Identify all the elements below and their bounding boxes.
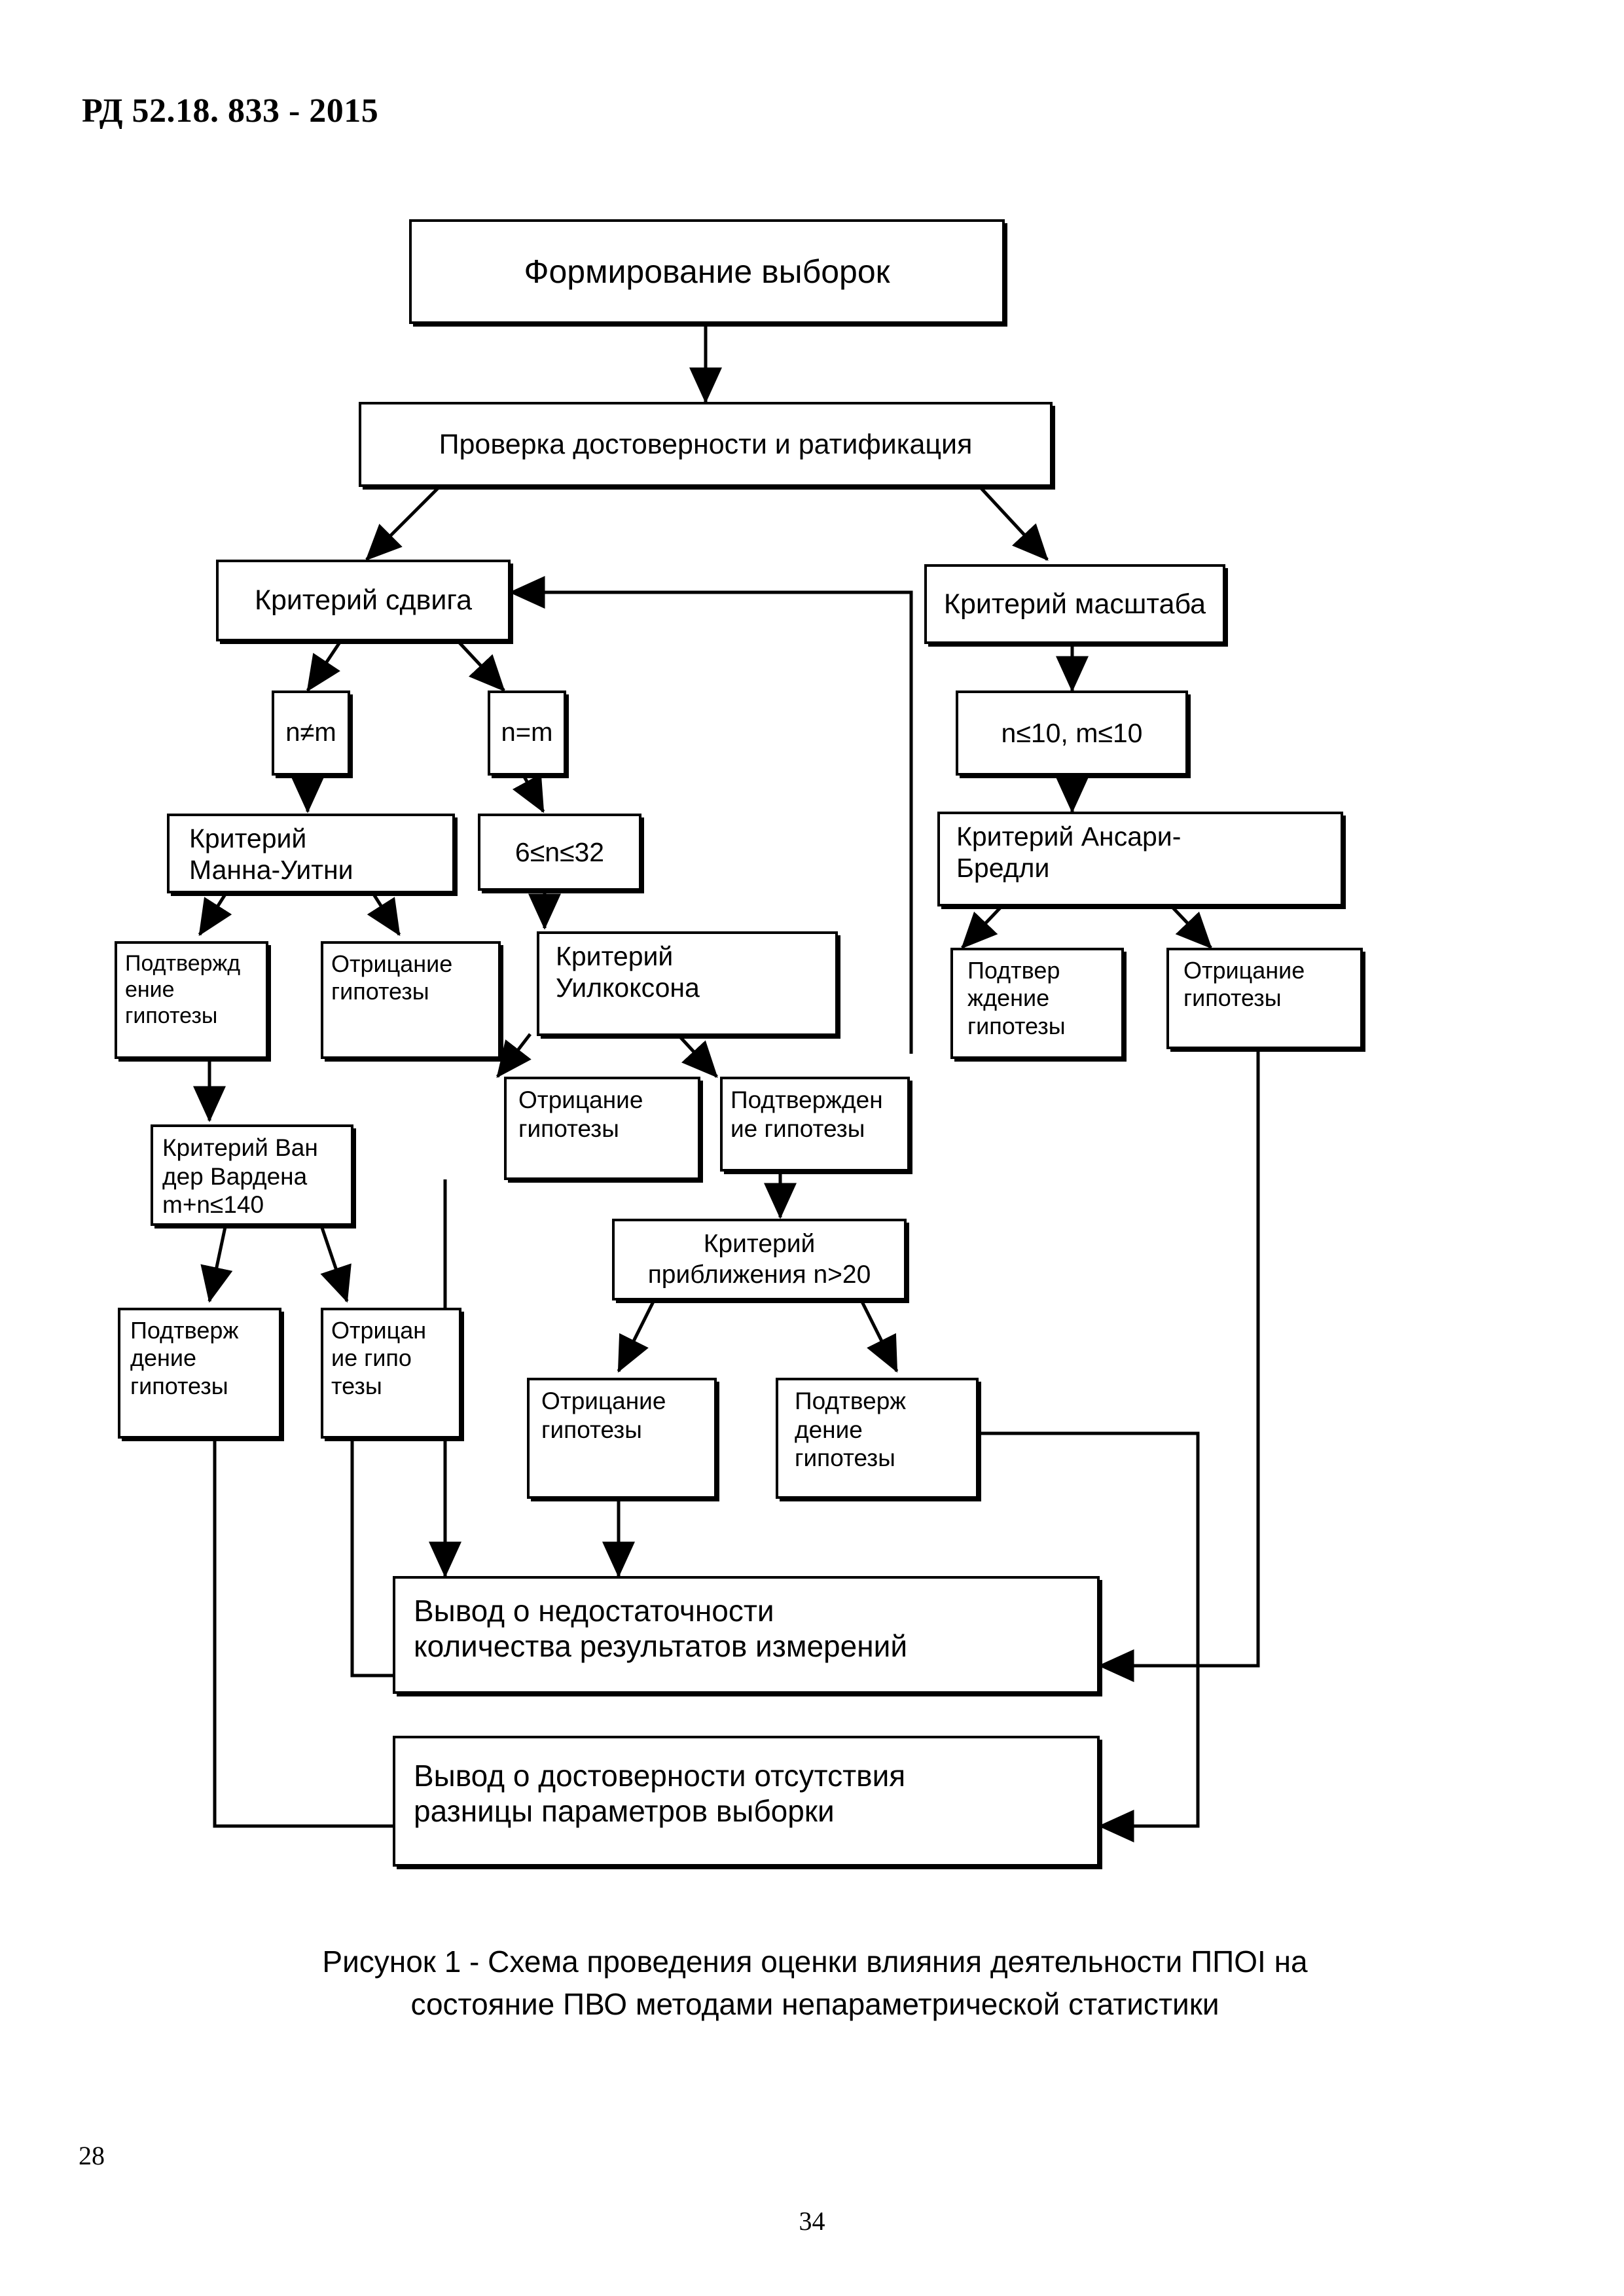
node-label: Отрицан ие гипо тезы: [331, 1317, 427, 1399]
node-label: Подтвер ждение гипотезы: [967, 957, 1066, 1039]
node-kriterij-uilkoksona[interactable]: Критерий Уилкоксона: [537, 931, 838, 1036]
node-kriterij-masshtaba[interactable]: Критерий масштаба: [924, 564, 1225, 644]
node-label: Формирование выборок: [524, 253, 890, 290]
node-label: 6≤n≤32: [514, 836, 605, 867]
node-otricanie-gipotezy-mw[interactable]: Отрицание гипотезы: [321, 941, 501, 1059]
node-kriterij-ansari-bredli[interactable]: Критерий Ансари- Бредли: [937, 812, 1343, 906]
node-label: Критерий Манна-Уитни: [189, 823, 353, 886]
node-proverka-dostovernosti[interactable]: Проверка достоверности и ратификация: [359, 402, 1053, 487]
node-label: n≠m: [285, 718, 336, 747]
node-label: Подтвержден ие гипотезы: [731, 1086, 883, 1142]
node-formirovanie-vyborok[interactable]: Формирование выборок: [409, 219, 1005, 324]
node-vyvod-o-nedostatochnosti[interactable]: Вывод о недостаточности количества резул…: [393, 1576, 1100, 1694]
node-otricanie-gipotezy-wilcoxon[interactable]: Отрицание гипотезы: [504, 1077, 700, 1180]
node-label: Критерий Ансари- Бредли: [956, 821, 1182, 884]
node-label: Подтверж дение гипотезы: [130, 1317, 239, 1399]
node-podtverzhdenie-gipotezy-ab[interactable]: Подтвер ждение гипотезы: [950, 948, 1124, 1059]
node-label: Отрицание гипотезы: [541, 1388, 666, 1443]
node-label: Критерий приближения n>20: [647, 1230, 871, 1289]
node-kriterij-sdviga[interactable]: Критерий сдвига: [216, 560, 511, 641]
node-n-le-10-m-le-10[interactable]: n≤10, m≤10: [956, 691, 1188, 776]
node-label: n=m: [501, 718, 553, 747]
node-podtverzhdenie-gipotezy-vdw[interactable]: Подтверж дение гипотезы: [118, 1308, 281, 1439]
node-podtverzhdenie-gipotezy-mw[interactable]: Подтвержд ение гипотезы: [115, 941, 268, 1059]
node-label: Подтвержд ение гипотезы: [125, 951, 241, 1029]
node-label: Критерий Ван дер Вардена m+n≤140: [162, 1134, 318, 1219]
node-label: Критерий Уилкоксона: [556, 941, 700, 1003]
node-label: Вывод о достоверности отсутствия разницы…: [414, 1759, 906, 1829]
node-n-neq-m[interactable]: n≠m: [272, 691, 350, 776]
node-otricanie-gipotezy-vdw[interactable]: Отрицан ие гипо тезы: [321, 1308, 461, 1439]
node-label: Критерий масштаба: [943, 588, 1206, 620]
node-vyvod-o-dostovernosti[interactable]: Вывод о достоверности отсутствия разницы…: [393, 1736, 1100, 1867]
node-kriterij-manna-uitni[interactable]: Критерий Манна-Уитни: [167, 814, 455, 893]
node-otricanie-gipotezy-approx[interactable]: Отрицание гипотезы: [527, 1378, 717, 1499]
node-label: Отрицание гипотезы: [331, 950, 453, 1005]
node-label: Вывод о недостаточности количества резул…: [414, 1594, 908, 1664]
node-label: Критерий сдвига: [254, 584, 473, 617]
node-label: n≤10, m≤10: [1001, 717, 1143, 748]
node-n-eq-m[interactable]: n=m: [488, 691, 566, 776]
node-label: Подтверж дение гипотезы: [795, 1388, 907, 1472]
node-podtverzhdenie-gipotezy-approx[interactable]: Подтверж дение гипотезы: [776, 1378, 979, 1499]
node-otricanie-gipotezy-ab[interactable]: Отрицание гипотезы: [1166, 948, 1363, 1049]
figure-caption: Рисунок 1 - Схема проведения оценки влия…: [322, 1945, 1308, 2022]
page-number-center: 34: [799, 2206, 825, 2236]
page-number-left: 28: [79, 2141, 105, 2170]
document-header-standard-number: РД 52.18. 833 - 2015: [82, 92, 379, 130]
node-label: Отрицание гипотезы: [518, 1086, 643, 1142]
node-kriterij-van-der-vardena[interactable]: Критерий Ван дер Вардена m+n≤140: [151, 1124, 353, 1226]
node-label: Проверка достоверности и ратификация: [439, 428, 973, 460]
node-podtverzhdenie-gipotezy-wilcoxon[interactable]: Подтвержден ие гипотезы: [720, 1077, 910, 1172]
node-label: Отрицание гипотезы: [1183, 957, 1305, 1012]
node-kriterij-priblizheniya[interactable]: Критерий приближения n>20: [612, 1219, 907, 1300]
node-6-le-n-le-32[interactable]: 6≤n≤32: [478, 814, 641, 891]
